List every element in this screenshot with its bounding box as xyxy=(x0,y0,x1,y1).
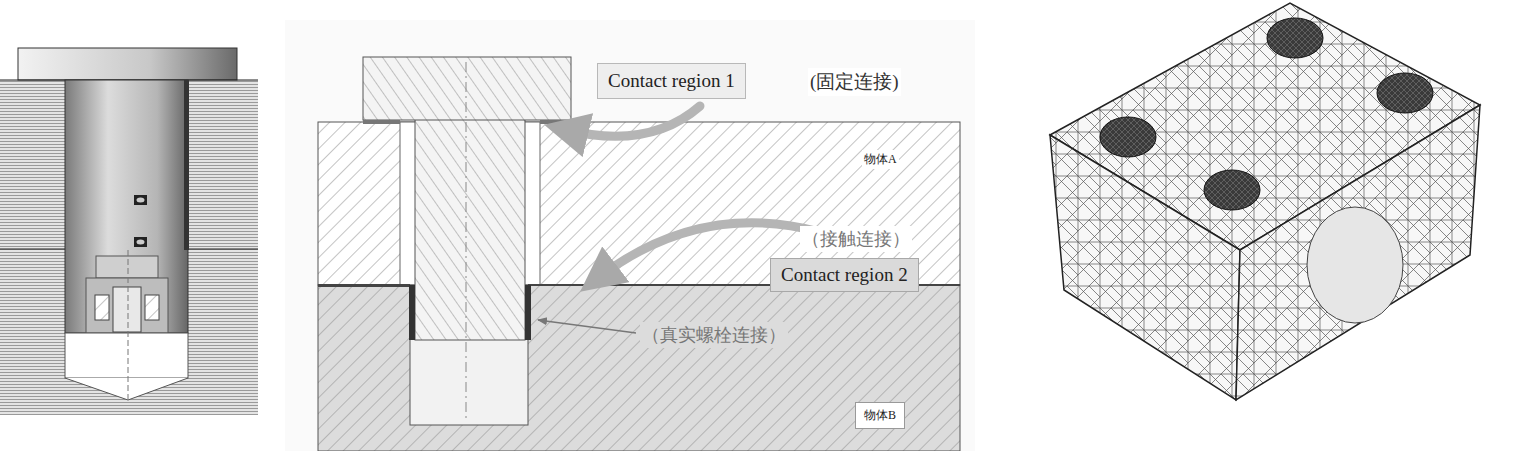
contact-region-box: Contact region 2 xyxy=(770,258,919,292)
box-text: Contact region 2 xyxy=(781,264,908,286)
contact-region-box: Contact region 1 xyxy=(597,63,746,99)
box-text: 物体B xyxy=(864,407,896,424)
body-label-box: 物体B xyxy=(855,402,905,429)
box-text: Contact region 1 xyxy=(608,70,735,92)
connection-note: (固定连接) xyxy=(808,68,901,96)
connection-note: （接触连接） xyxy=(800,226,912,252)
connection-note: （真实螺栓连接） xyxy=(640,322,788,348)
body-name: 物体A xyxy=(862,150,899,169)
